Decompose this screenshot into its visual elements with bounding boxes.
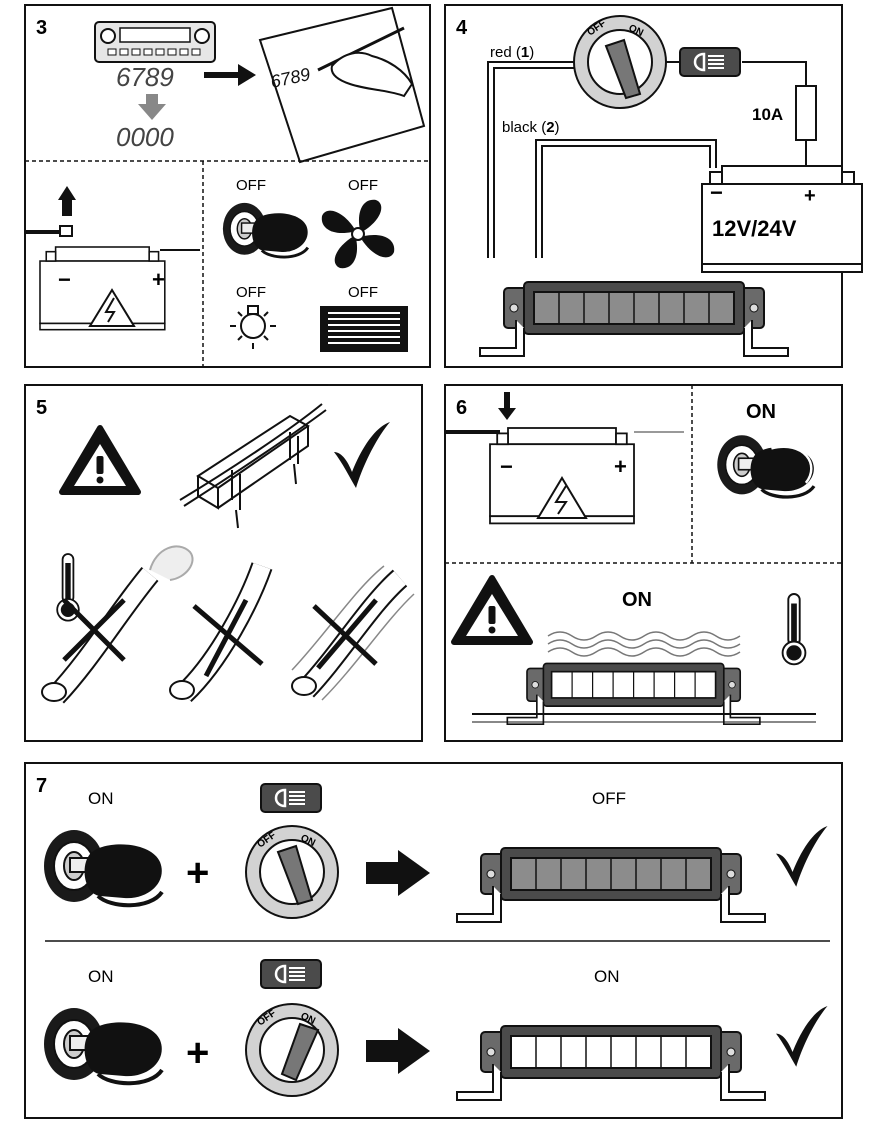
bent-pipe-icon (169, 562, 273, 702)
row2-result-label: ON (594, 967, 620, 986)
svg-text:+: + (152, 267, 165, 292)
battery-plus: + (804, 185, 816, 207)
panel-step-7: 7 ON OFF + OFF ON ON ON (24, 762, 843, 1119)
arrow-right-icon (366, 850, 430, 896)
wire-black-label: black (502, 119, 538, 136)
rotary-light-switch: OFF ON (573, 15, 667, 109)
svg-text:red (1): red (1) (490, 44, 534, 61)
headlamp-icon (259, 958, 323, 990)
row1-result-label: OFF (592, 789, 626, 808)
step-number-7: 7 (36, 775, 47, 797)
off-label-fan: OFF (348, 177, 378, 194)
battery-icon: − + 12V/24V (701, 165, 863, 273)
radio-code-display: 6789 (116, 62, 174, 92)
panel-step-4: 4 red (1) black (2) OFF ON (444, 4, 863, 368)
ignition-key-icon (715, 433, 816, 499)
panel-step-5: 5 (24, 384, 423, 742)
battery-minus: − (710, 180, 723, 205)
battery-reconnect-icon: − + (445, 392, 684, 525)
rotary-switch-on: OFF ON (245, 1003, 339, 1097)
svg-text:+: + (614, 454, 627, 479)
step-number-3: 3 (36, 17, 47, 39)
cable-on-tube-icon (179, 403, 327, 529)
fuse-icon (795, 85, 817, 141)
row-lamp-on: ON ON + OFF ON (42, 958, 828, 1101)
arrow-right-icon (366, 1028, 430, 1074)
note-paper-icon: 6789 (258, 6, 426, 164)
headlamp-icon (259, 782, 323, 814)
off-label-heater: OFF (348, 284, 378, 301)
svg-text:−: − (500, 454, 513, 479)
heat-waves-icon (547, 631, 741, 657)
row1-ignition-label: ON (88, 789, 114, 808)
svg-text:−: − (58, 267, 71, 292)
lamp-on-label: ON (622, 589, 652, 611)
car-radio-icon (94, 21, 216, 63)
battery-disconnect-icon: − + (25, 186, 200, 331)
arrow-down-icon (138, 94, 166, 120)
wire-black-number: 2 (546, 119, 554, 136)
plus-icon: + (186, 1031, 209, 1075)
hot-exhaust-pipe-icon (41, 545, 194, 704)
wire-red-number: 1 (521, 44, 529, 61)
step-number-6: 6 (456, 397, 467, 419)
off-label-ignition: OFF (236, 177, 266, 194)
wire-red-label: red (490, 44, 512, 61)
vibrating-pipe-icon (291, 565, 415, 701)
headlamp-icon (678, 46, 742, 78)
arrow-right-icon (204, 64, 256, 86)
off-label-lamp: OFF (236, 284, 266, 301)
step-number-5: 5 (36, 397, 47, 419)
row2-ignition-label: ON (88, 967, 114, 986)
plus-icon: + (186, 851, 209, 895)
ignition-on-label: ON (746, 401, 776, 423)
step-number-4: 4 (456, 17, 468, 39)
panel-step-3: 3 6789 0000 678 (24, 4, 431, 368)
fuse-rating: 10A (752, 105, 783, 124)
reset-code-display: 0000 (116, 122, 174, 152)
heater-grille-icon (320, 306, 408, 352)
rotary-switch-off: OFF ON (245, 825, 339, 919)
panel-step-6: 6 − + ON ON (444, 384, 843, 742)
lightbulb-icon (230, 305, 276, 349)
fan-icon (321, 199, 395, 269)
svg-text:black (2): black (2) (502, 119, 560, 136)
battery-voltage: 12V/24V (712, 216, 797, 241)
